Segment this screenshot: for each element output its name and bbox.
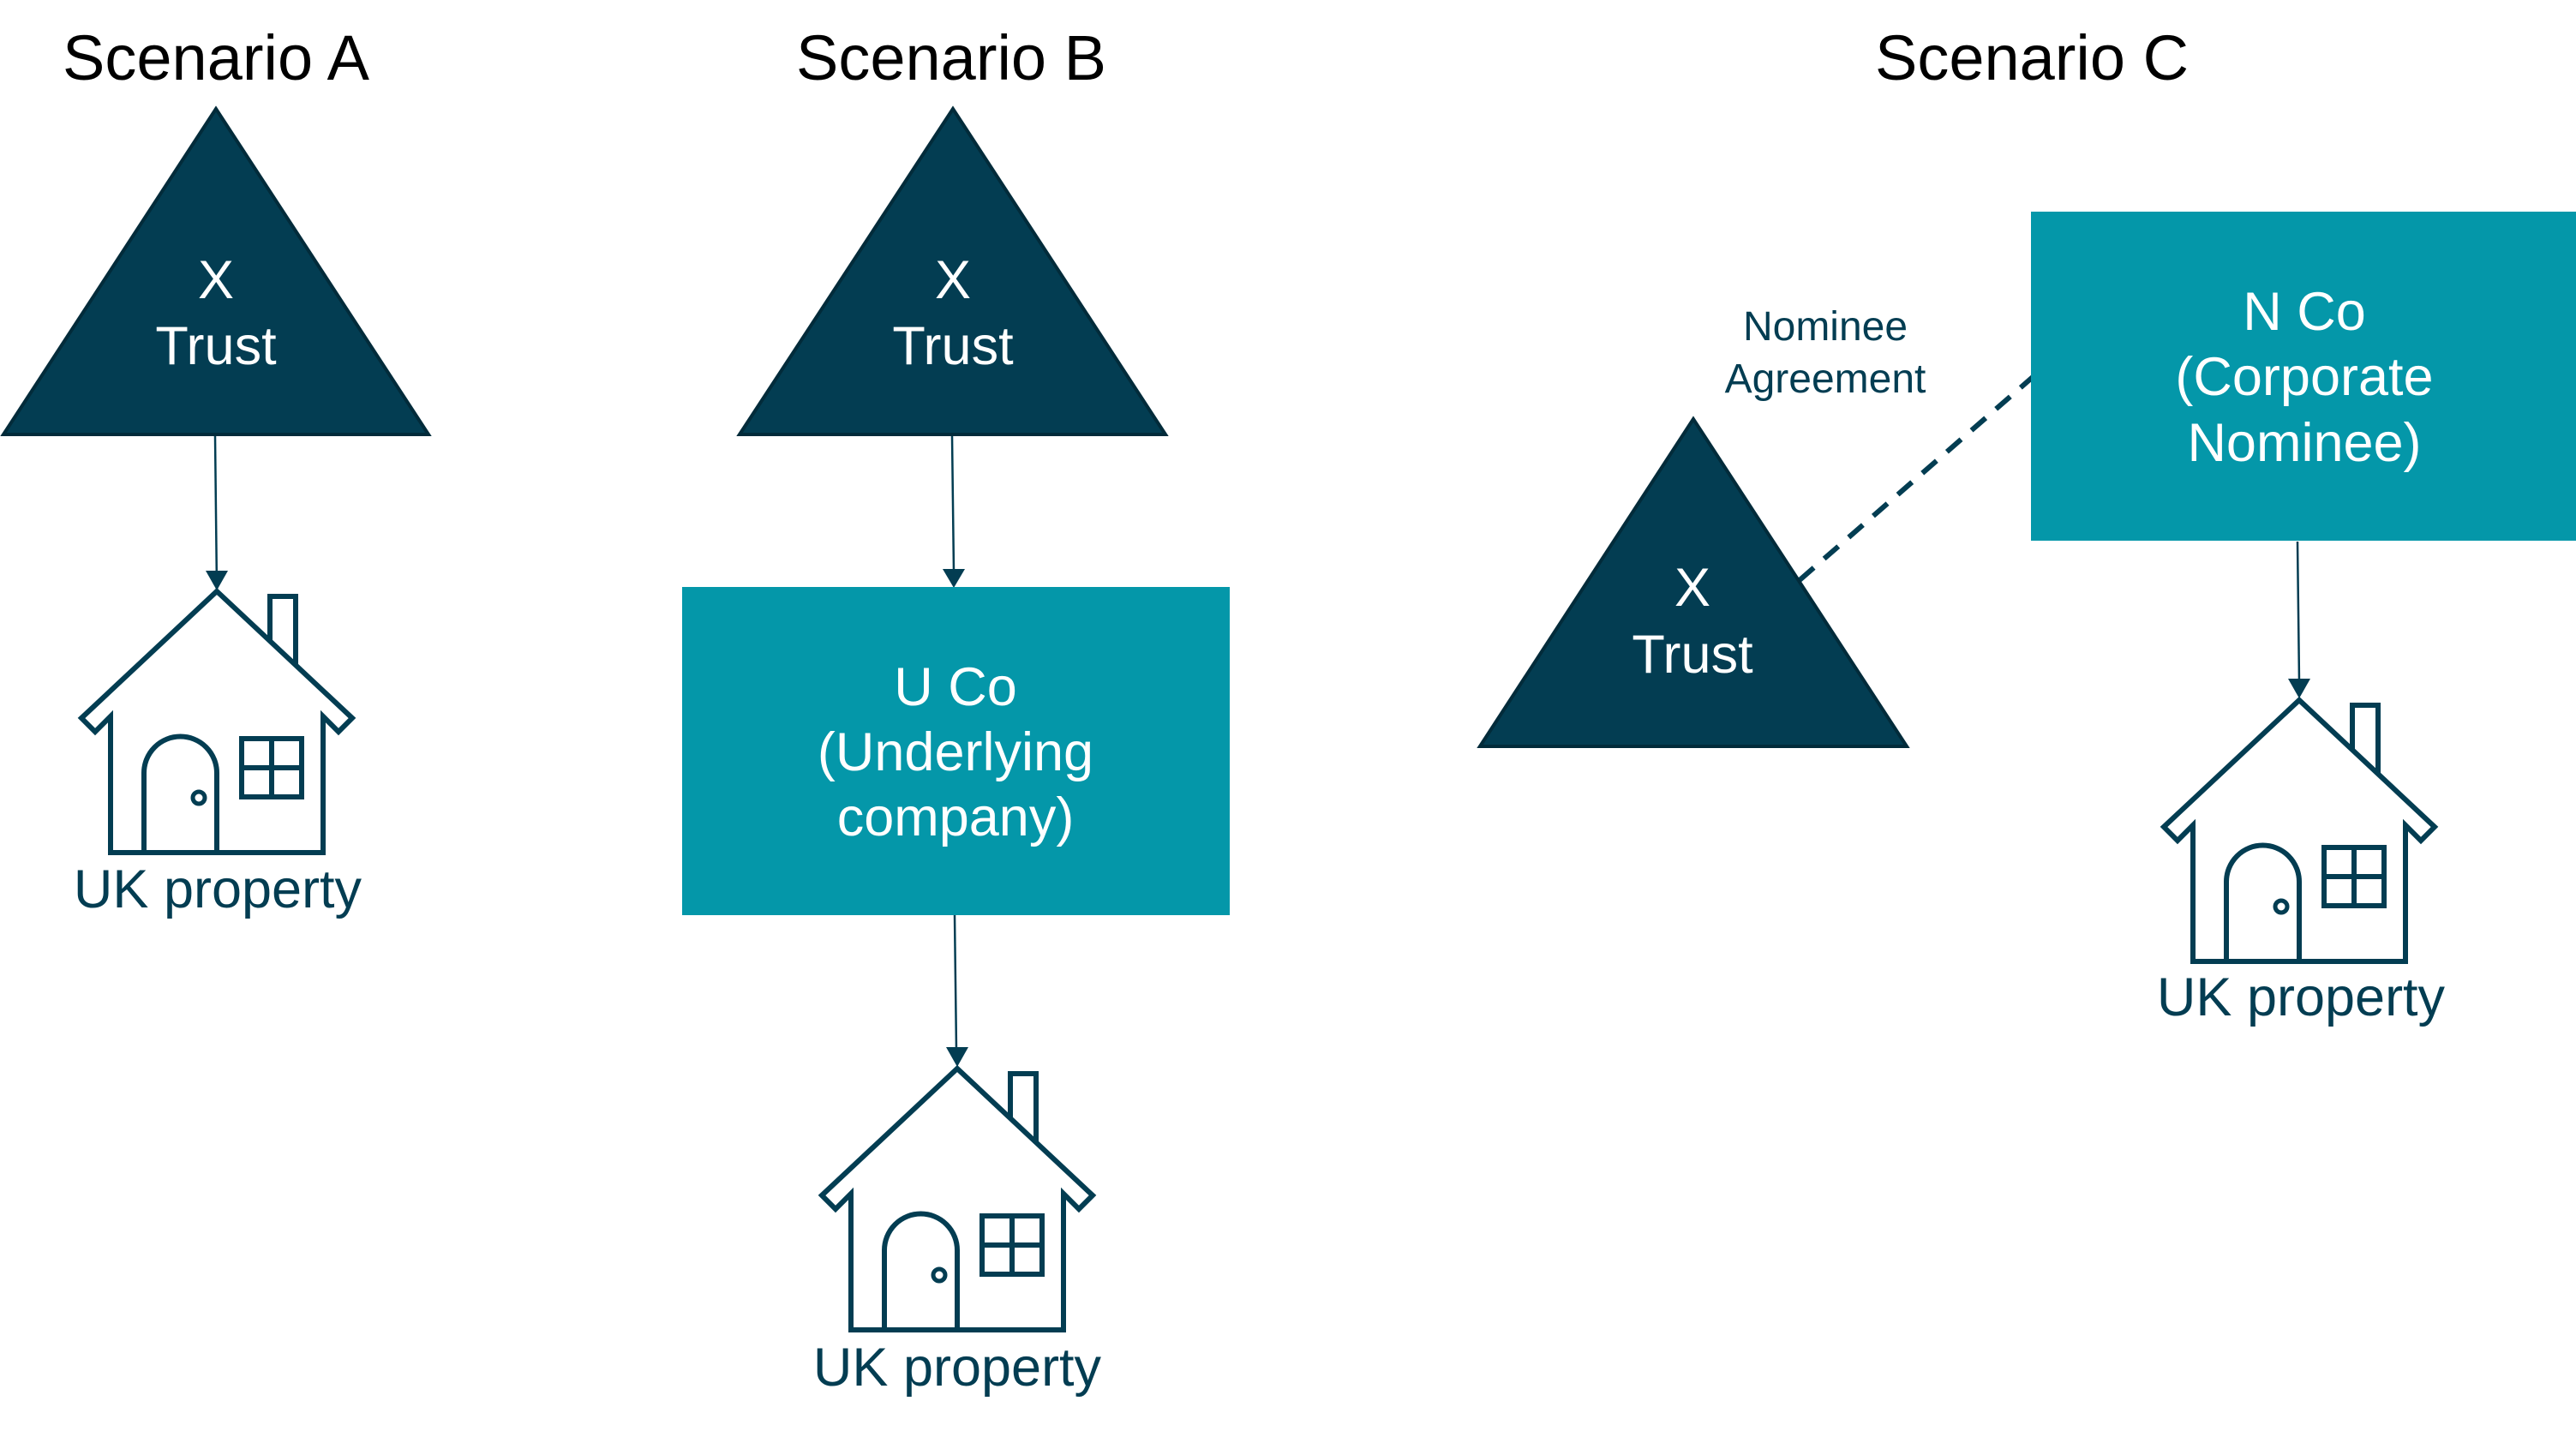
- trust-triangle-icon: [1477, 416, 1910, 748]
- x-trust-node[interactable]: X Trust: [736, 105, 1169, 436]
- house-icon: [2164, 700, 2435, 961]
- trust-label-line1: X: [1674, 558, 1710, 618]
- scenario-b: Scenario B X Trust U Co (Underlying comp…: [682, 22, 1230, 1398]
- nominee-agreement-link: [1798, 374, 2034, 583]
- company-label-line1: U Co: [894, 657, 1017, 717]
- x-trust-node[interactable]: X Trust: [1477, 416, 1910, 748]
- arrow-down-icon: [946, 1047, 968, 1067]
- company-box: [2031, 212, 2576, 541]
- agreement-label-line1: Nominee: [1743, 304, 1908, 350]
- company-label-line2: (Underlying: [818, 722, 1093, 782]
- arrow-down-icon: [2288, 679, 2310, 698]
- arrow-down-icon: [206, 571, 228, 590]
- scenario-c: Scenario C Nominee Agreement X Trust N C…: [1477, 22, 2576, 1027]
- company-label-line3: Nominee): [2187, 413, 2421, 473]
- uk-property-node[interactable]: UK property: [813, 1069, 1102, 1398]
- house-icon: [81, 591, 352, 853]
- arrow-down-icon: [943, 569, 965, 588]
- trust-label-line2: Trust: [155, 316, 277, 376]
- company-box: [682, 587, 1230, 915]
- trust-triangle-icon: [0, 105, 432, 436]
- company-label-line1: N Co: [2243, 282, 2366, 342]
- trust-label-line2: Trust: [1632, 625, 1753, 685]
- ownership-arrow: [953, 914, 958, 1051]
- trust-label-line1: X: [935, 250, 971, 310]
- scenario-a-title: Scenario A: [63, 22, 370, 93]
- company-label-line2: (Corporate: [2175, 347, 2433, 407]
- scenario-b-title: Scenario B: [796, 22, 1106, 93]
- trust-label-line1: X: [198, 250, 234, 310]
- scenario-a: Scenario A X Trust UK property: [0, 22, 432, 919]
- uk-property-node[interactable]: UK property: [2157, 700, 2446, 1027]
- property-label: UK property: [813, 1338, 1102, 1398]
- x-trust-node[interactable]: X Trust: [0, 105, 432, 436]
- uk-property-node[interactable]: UK property: [74, 591, 362, 919]
- house-icon: [822, 1069, 1093, 1330]
- u-co-node[interactable]: U Co (Underlying company): [682, 587, 1230, 915]
- nominee-agreement-label: Nominee Agreement: [1725, 304, 1926, 402]
- company-label-line3: company): [837, 787, 1075, 847]
- ownership-arrow: [212, 435, 221, 590]
- trust-label-line2: Trust: [892, 316, 1014, 376]
- property-label: UK property: [2157, 967, 2446, 1027]
- agreement-label-line2: Agreement: [1725, 356, 1926, 402]
- ownership-arrow: [2296, 541, 2301, 683]
- trust-triangle-icon: [736, 105, 1169, 436]
- n-co-node[interactable]: N Co (Corporate Nominee): [2031, 212, 2576, 541]
- ownership-arrow: [950, 435, 956, 573]
- scenario-c-title: Scenario C: [1875, 22, 2189, 93]
- property-label: UK property: [74, 859, 362, 919]
